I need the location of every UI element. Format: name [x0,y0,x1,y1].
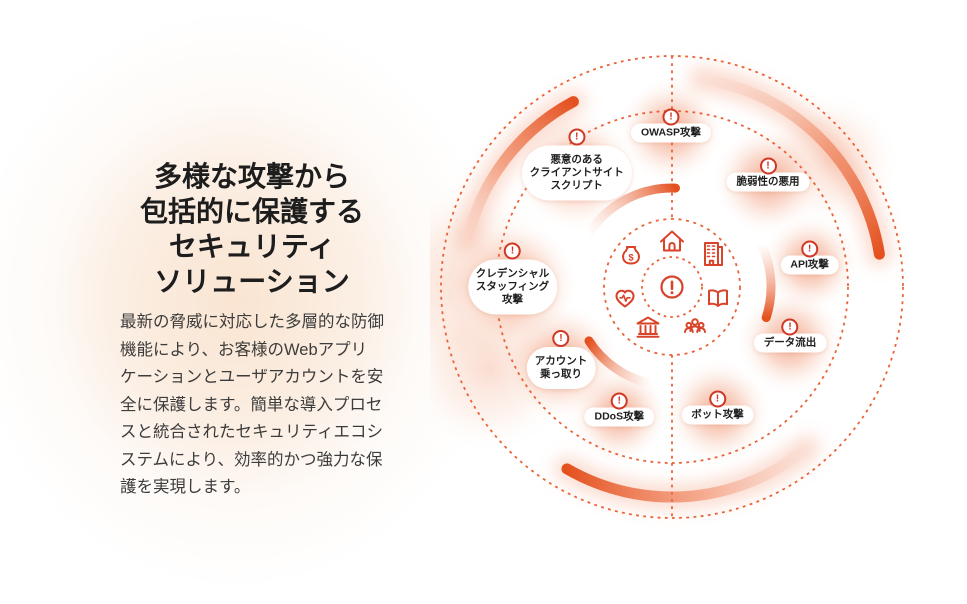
warning-icon: ! [709,390,726,408]
description-line: 最新の脅威に対応した多層的な防御 [120,313,384,331]
attack-label-text: データ流出 [763,336,817,349]
page-title-line: セキュリティ [168,231,336,262]
attack-label-text: クレデンシャル [475,267,550,280]
security-threat-diagram: $ [430,40,935,545]
attack-label-api: ! API攻撃 [780,240,839,275]
warning-icon: ! [610,392,628,410]
page-description: 最新の脅威に対応した多層的な防御 機能により、お客様のWebアプリ ケーションと… [120,309,426,502]
description-line: ケーションとユーザアカウントを安 [120,368,384,386]
description-line: スと統合されたセキュリティエコシ [120,423,384,441]
dollar-symbol: $ [628,252,634,263]
attack-label-text: クライアントサイト [529,166,624,179]
attack-label-account-takeover: ! アカウント 乗っ取り [526,329,596,389]
orange-sweeps [461,73,885,503]
attack-label-text: 悪意のある [550,153,603,166]
attack-label-text: スタッフィング [475,280,550,293]
attack-label-credential-stuffing: ! クレデンシャル スタッフィング 攻撃 [467,242,558,315]
page-title: 多様な攻撃から 包括的に保護する セキュリティ ソリューション [92,159,412,299]
description-line: ステムにより、効率的かつ強力な保 [120,450,383,469]
warning-icon: ! [801,240,819,258]
description-line: 護を実現します。 [120,478,251,496]
sweep-inner-bottom-left [584,336,655,388]
attack-label-text: API攻撃 [790,258,829,271]
center-dashed-ring [641,256,703,318]
office-building-icon [704,242,723,266]
warning-icon: ! [759,157,777,175]
house-icon [660,230,684,252]
book-icon [708,289,728,307]
warning-icon: ! [504,242,521,260]
attack-label-text: 攻撃 [502,293,523,306]
attack-label-text: アカウント [534,354,588,367]
page-title-line: 包括的に保護する [139,196,364,227]
sweep-bottom [561,442,813,503]
attack-label-text: OWASP攻撃 [640,126,702,138]
description-line: 全に保護します。簡単な導入プロセ [120,395,383,414]
sweep-top-left [461,96,579,246]
center-alert-icon [660,275,684,299]
bank-icon [636,316,660,338]
money-bag-icon: $ [622,246,640,265]
health-heart-icon [615,289,635,308]
sweep-inner-top [583,183,680,239]
attack-label-text: 乗っ取り [540,367,582,380]
asset-icon-cluster: $ [615,230,728,338]
warning-icon: ! [781,318,799,336]
attack-label-text: 脆弱性の悪用 [736,175,800,188]
warning-icon: ! [662,108,680,125]
sweep-inner-right [756,239,776,323]
page-title-line: 多様な攻撃から [153,161,350,192]
attack-label-text: スクリプト [550,179,603,192]
attack-label-data-leak: ! データ流出 [753,318,827,353]
people-icon [684,318,706,333]
attack-label-malicious-client-script: ! 悪意のある クライアントサイト スクリプト [521,128,632,201]
attack-label-ddos: ! DDoS攻撃 [584,392,655,427]
attack-label-text: ボット攻撃 [691,408,744,421]
attack-label-bot: ! ボット攻撃 [681,390,754,425]
left-background-glow [0,10,500,590]
warning-icon: ! [568,128,586,146]
page-title-line: ソリューション [154,266,350,297]
warning-icon: ! [552,329,570,347]
attack-label-owasp: ! OWASP攻撃 [630,108,712,142]
attack-label-text: DDoS攻撃 [594,410,645,423]
description-line: 機能により、お客様のWebアプリ [120,340,368,359]
attack-label-vulnerability: ! 脆弱性の悪用 [726,157,810,192]
sweep-top-right [695,73,885,260]
